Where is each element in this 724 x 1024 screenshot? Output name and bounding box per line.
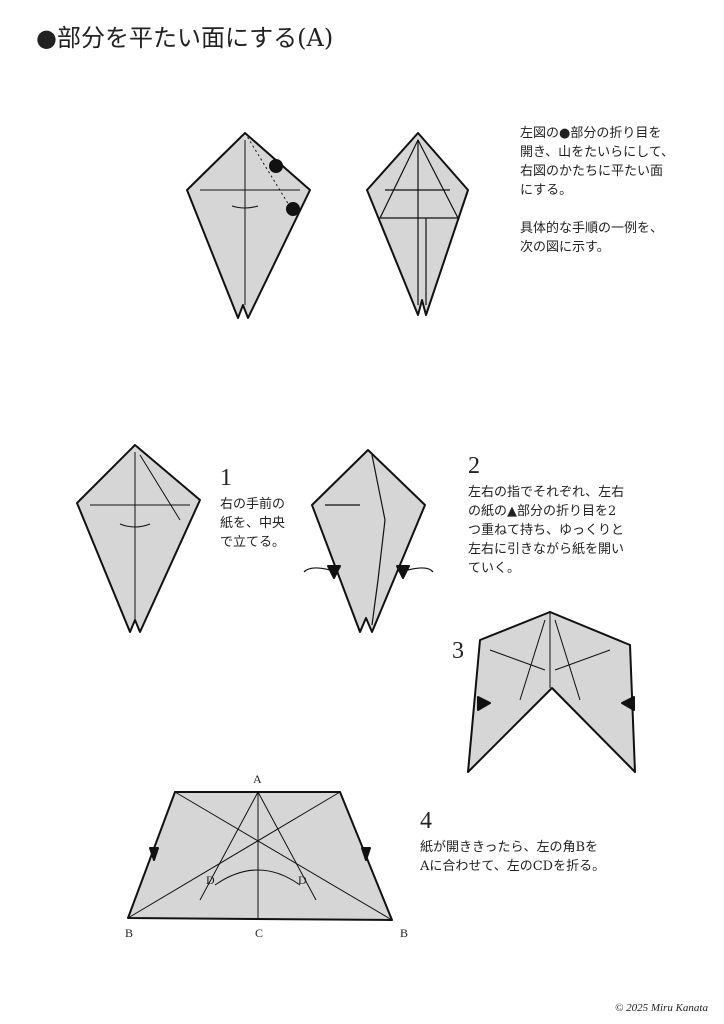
text-line: Aに合わせて、左のCDを折る。 <box>420 859 606 874</box>
step-4-text: 紙が開ききったら、左の角Bを Aに合わせて、左のCDを折る。 <box>420 838 605 876</box>
diagram-before <box>186 132 311 319</box>
text-line: 紙を、中央 <box>220 516 286 531</box>
fold-point-icon <box>286 202 300 216</box>
text-line: で立てる。 <box>220 535 286 550</box>
diagram-step-1 <box>76 444 201 633</box>
label-d-right: D <box>298 873 307 887</box>
diagram-after <box>366 132 469 316</box>
text-line: 右図のかたちに平たい面 <box>520 164 664 179</box>
diagram-step-3 <box>467 611 636 773</box>
step-number: 3 <box>452 638 464 664</box>
step-number: 1 <box>220 465 232 491</box>
step-number: 4 <box>420 808 432 834</box>
step-number: 2 <box>468 453 480 479</box>
label-b-right: B <box>400 926 409 940</box>
fold-point-icon <box>269 159 283 173</box>
text-line: の紙の▲部分の折り目を2 <box>468 504 617 519</box>
text-line <box>520 200 674 219</box>
step-1-text: 右の手前の 紙を、中央 で立てる。 <box>220 495 285 552</box>
text-line: 紙が開ききったら、左の角Bを <box>420 840 599 855</box>
intro-text: 左図の●部分の折り目を 開き、山をたいらにして、 右図のかたちに平たい面 にする… <box>520 124 674 257</box>
label-b-left: B <box>125 926 134 940</box>
text-line: 左図の●部分の折り目を <box>520 126 662 141</box>
text-line: 開き、山をたいらにして、 <box>520 145 675 160</box>
label-a: A <box>253 772 262 786</box>
text-line: つ重ねて持ち、ゆっくりと <box>468 523 625 538</box>
text-line: 左右に引きながら紙を開い <box>468 542 625 557</box>
text-line: 右の手前の <box>220 497 286 512</box>
text-line: 具体的な手順の一例を、 <box>520 221 664 236</box>
diagram-step-4 <box>127 791 393 921</box>
step-2-text: 左右の指でそれぞれ、左右 の紙の▲部分の折り目を2 つ重ねて持ち、ゆっくりと 左… <box>468 483 624 578</box>
label-d-left: D <box>206 873 215 887</box>
page-title: ●部分を平たい面にする(A) <box>36 24 334 52</box>
text-line: 次の図に示す。 <box>520 240 610 255</box>
text-line: 左右の指でそれぞれ、左右 <box>468 485 625 500</box>
text-line: ていく。 <box>468 561 521 576</box>
label-c: C <box>255 926 264 940</box>
copyright: © 2025 Miru Kanata <box>614 1002 708 1014</box>
diagram-step-2 <box>303 449 434 633</box>
text-line: にする。 <box>520 183 573 198</box>
